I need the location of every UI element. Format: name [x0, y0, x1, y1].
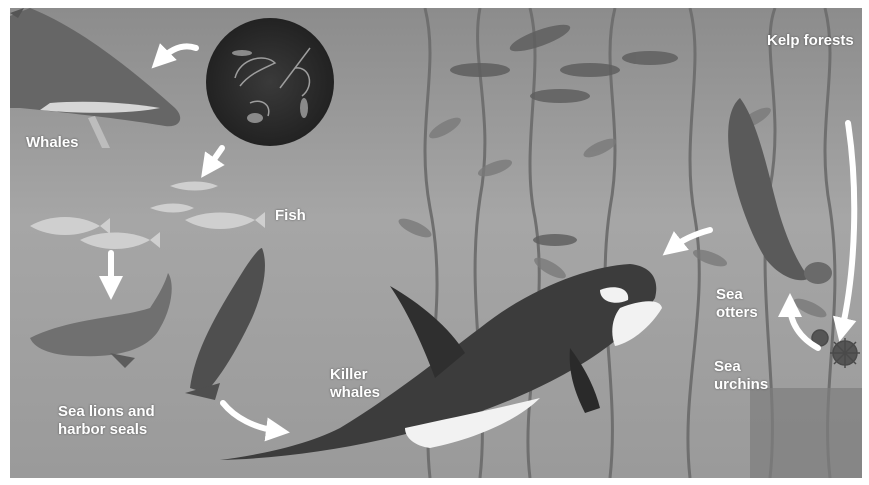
- fish-label: Fish: [275, 207, 306, 225]
- sea-lions-label: Sea lions and harbor seals: [58, 403, 155, 439]
- sea-urchins-label-line1: Sea: [714, 358, 768, 376]
- sea-urchins-label-line2: urchins: [714, 376, 768, 394]
- ocean-food-web-diagram: Whales Fish Kelp forests Sea otters Sea …: [10, 8, 862, 478]
- sea-lions-label-line1: Sea lions and: [58, 403, 155, 421]
- plankton-circle: [206, 18, 334, 146]
- kelp-forests-label: Kelp forests: [767, 32, 854, 50]
- whales-label: Whales: [26, 134, 79, 152]
- killer-whales-label-line1: Killer: [330, 366, 380, 384]
- sea-lion-icon: [30, 248, 265, 400]
- killer-whales-label-line2: whales: [330, 384, 380, 402]
- killer-whale-icon: [220, 264, 662, 460]
- whale-icon: [10, 8, 180, 148]
- fish-school-icon: [30, 182, 265, 250]
- sea-otters-label-line1: Sea: [716, 286, 758, 304]
- killer-whales-label: Killer whales: [330, 366, 380, 402]
- sea-lions-label-line2: harbor seals: [58, 421, 155, 439]
- sea-urchins-label: Sea urchins: [714, 358, 768, 394]
- sea-otters-label: Sea otters: [716, 286, 758, 322]
- sea-otters-label-line2: otters: [716, 304, 758, 322]
- sea-otter-icon: [728, 98, 832, 284]
